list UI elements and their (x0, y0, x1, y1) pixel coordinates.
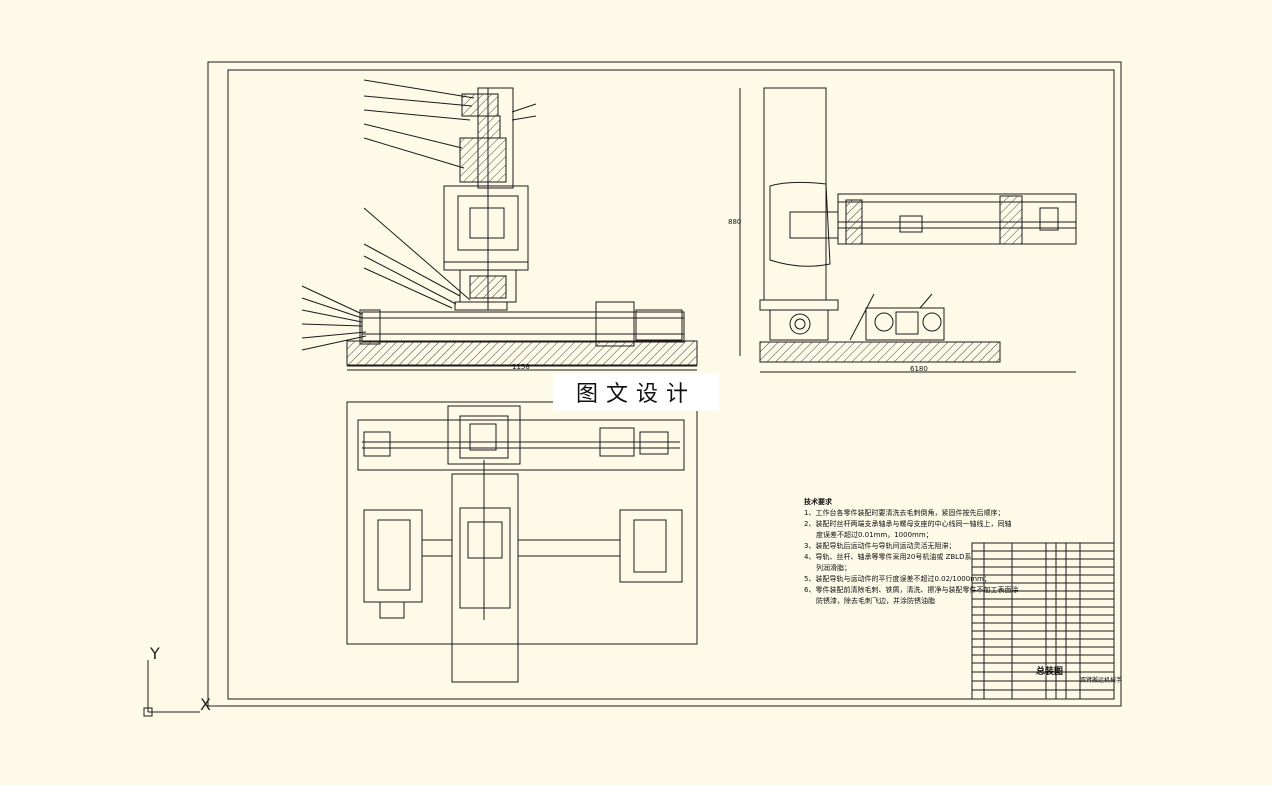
note-line: 列润滑脂； (816, 564, 851, 572)
note-line: 防锈漆，除去毛刺飞边，并涂防锈油脂 (816, 597, 935, 605)
notes-title: 技术要求 (804, 498, 832, 506)
watermark: 图文设计 (553, 373, 719, 411)
note-line: 2、装配时丝杆两端支承轴承与螺母支座的中心线同一轴线上，同轴 (804, 520, 1012, 528)
inner-frame (227, 69, 1115, 700)
note-line: 6、零件装配前清除毛刺、铁屑，清洗、擦净与装配零件不加工表面涂 (804, 586, 1019, 594)
side-view (739, 87, 1077, 373)
top-view (346, 401, 698, 683)
side-height-dimension: 880 (728, 218, 742, 226)
ucs-x-label: X (200, 695, 211, 714)
note-line: 4、导轨、丝杆、轴承等零件采用20号机油或 ZBLD系 (804, 553, 972, 561)
outer-frame (207, 61, 1122, 707)
ucs-y-label: Y (150, 644, 160, 663)
title-block (971, 542, 1115, 700)
note-line: 度误差不超过0.01mm，1000mm； (816, 531, 933, 539)
note-line: 1、工作台各零件装配时要清洗去毛刺倒角，紧固件按先后顺序； (804, 509, 1005, 517)
ucs-icon (143, 660, 200, 717)
front-view (301, 79, 698, 371)
front-width-dimension: 1158 (512, 363, 530, 371)
side-width-dimension: 6180 (910, 365, 928, 373)
note-line: 5、装配导轨与运动件的平行度误差不超过0.02/1000mm； (804, 575, 991, 583)
note-line: 3、装配导轨后运动件与导轨间运动灵活无阻滞； (804, 542, 956, 550)
drawing-name: 双臂搬运机械手 (1080, 677, 1123, 684)
drawing-title: 总装图 (1036, 667, 1064, 677)
